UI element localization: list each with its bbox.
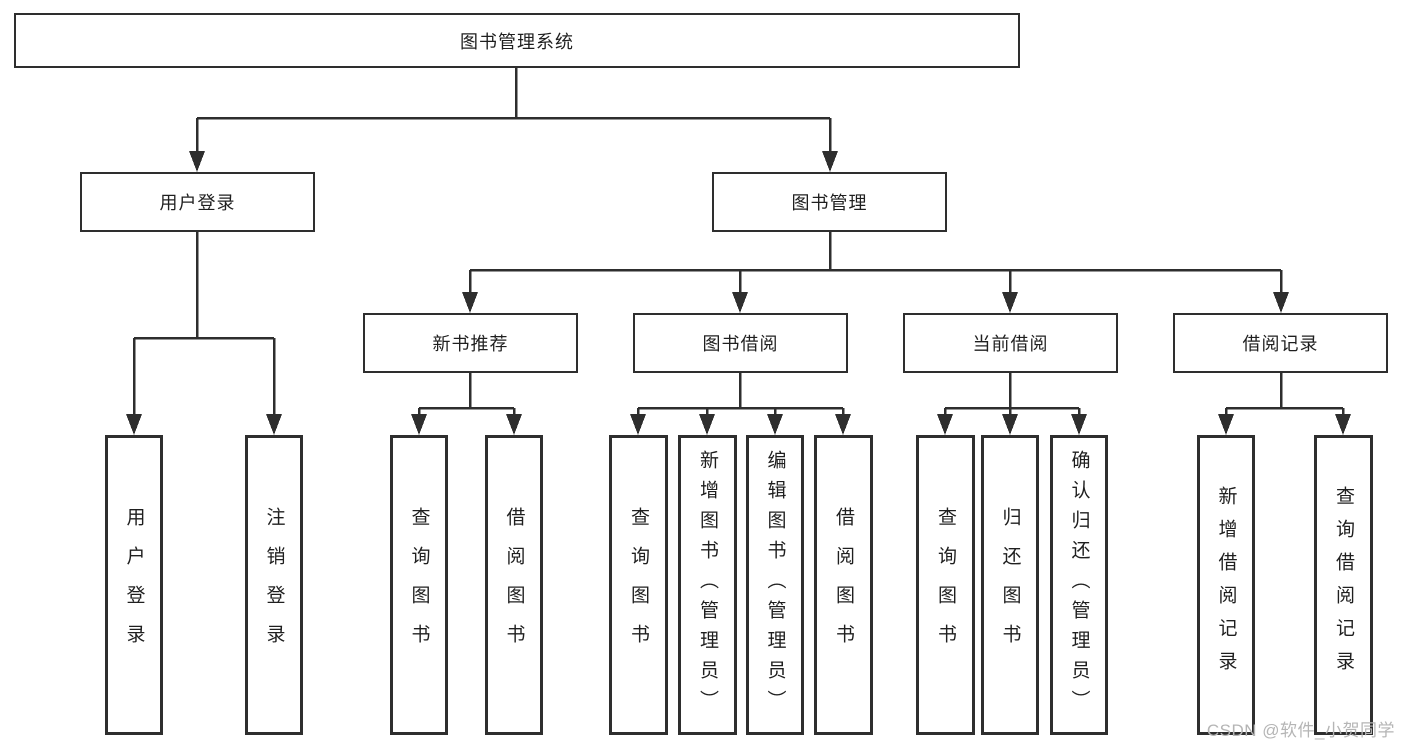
node-borrow-records: 借阅记录: [1173, 313, 1388, 373]
leaf-current-confirm-admin: 确认归还（管理员）: [1050, 435, 1108, 735]
leaf-borrow-borrow-label: 借阅图书: [833, 507, 854, 663]
node-current-borrow: 当前借阅: [903, 313, 1118, 373]
leaf-borrow-edit-admin: 编辑图书（管理员）: [746, 435, 804, 735]
node-library-system: 图书管理系统: [14, 13, 1020, 68]
leaf-current-query-label: 查询图书: [935, 507, 956, 663]
leaf-newbook-borrow-label: 借阅图书: [503, 507, 525, 663]
node-library-system-label: 图书管理系统: [460, 31, 574, 52]
node-book-management: 图书管理: [712, 172, 947, 232]
leaf-records-add: 新增借阅记录: [1197, 435, 1255, 735]
leaf-records-query: 查询借阅记录: [1314, 435, 1373, 735]
leaf-current-return-label: 归还图书: [999, 507, 1021, 663]
leaf-user-login: 用户登录: [105, 435, 163, 735]
leaf-records-add-label: 新增借阅记录: [1215, 486, 1237, 684]
leaf-user-login-label: 用户登录: [123, 507, 145, 663]
leaf-newbook-query: 查询图书: [390, 435, 448, 735]
leaf-newbook-borrow: 借阅图书: [485, 435, 543, 735]
leaf-logout-label: 注销登录: [263, 507, 285, 663]
leaf-logout: 注销登录: [245, 435, 303, 735]
csdn-watermark: CSDN @软件_小贺同学: [1206, 721, 1395, 740]
node-new-book-recommend: 新书推荐: [363, 313, 578, 373]
connector-newbook-to-leaves: [411, 373, 522, 435]
leaf-current-return: 归还图书: [981, 435, 1039, 735]
connector-bookborrow-to-leaves: [630, 373, 851, 435]
leaf-records-query-label: 查询借阅记录: [1333, 486, 1354, 684]
leaf-borrow-query-label: 查询图书: [628, 507, 649, 663]
leaf-borrow-edit-admin-label: 编辑图书（管理员）: [764, 450, 786, 720]
connector-root-to-level2: [189, 68, 838, 172]
leaf-borrow-query: 查询图书: [609, 435, 668, 735]
node-user-login-label: 用户登录: [159, 193, 236, 213]
leaf-newbook-query-label: 查询图书: [408, 507, 430, 663]
node-user-login: 用户登录: [80, 172, 315, 232]
connector-userlogin-to-leaves: [126, 232, 282, 435]
connector-bookmgmt-to-level3: [462, 232, 1289, 313]
leaf-current-confirm-admin-label: 确认归还（管理员）: [1068, 450, 1090, 720]
connector-currentborrow-to-leaves: [937, 373, 1087, 435]
leaf-current-query: 查询图书: [916, 435, 975, 735]
leaf-borrow-add-admin: 新增图书（管理员）: [678, 435, 737, 735]
node-book-borrow-label: 图书借阅: [702, 334, 779, 354]
connector-records-to-leaves: [1218, 373, 1351, 435]
node-book-borrow: 图书借阅: [633, 313, 848, 373]
leaf-borrow-add-admin-label: 新增图书（管理员）: [697, 450, 718, 720]
node-new-book-recommend-label: 新书推荐: [432, 334, 509, 354]
node-current-borrow-label: 当前借阅: [972, 334, 1049, 354]
node-book-management-label: 图书管理: [791, 193, 868, 213]
node-borrow-records-label: 借阅记录: [1242, 334, 1319, 354]
leaf-borrow-borrow: 借阅图书: [814, 435, 873, 735]
